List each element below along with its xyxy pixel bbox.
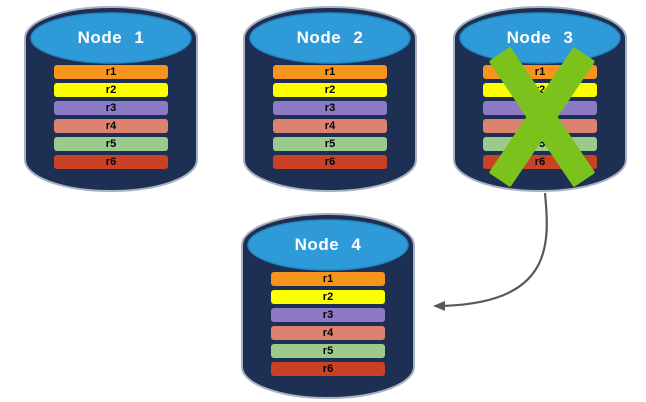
replica-r6: r6 xyxy=(54,155,168,169)
replica-list: r1 r2 r3 r4 r5 r6 xyxy=(54,65,168,169)
cylinder-top-face xyxy=(30,12,192,64)
replica-list: r1 r2 r3 r4 r5 r6 xyxy=(271,272,385,376)
replica-r4: r4 xyxy=(271,326,385,340)
replica-list: r1 r2 r3 r4 r5 r6 xyxy=(273,65,387,169)
replica-r2: r2 xyxy=(273,83,387,97)
node-label: Node 2 xyxy=(296,28,364,47)
replica-r2: r2 xyxy=(54,83,168,97)
node-label: Node 3 xyxy=(506,28,574,47)
replica-r4: r4 xyxy=(54,119,168,133)
replica-r5: r5 xyxy=(271,344,385,358)
replica-r2: r2 xyxy=(271,290,385,304)
replica-r5: r5 xyxy=(273,137,387,151)
replica-r6: r6 xyxy=(273,155,387,169)
node-label: Node 1 xyxy=(77,28,145,47)
replica-r5: r5 xyxy=(54,137,168,151)
replica-r1: r1 xyxy=(54,65,168,79)
replica-r1: r1 xyxy=(273,65,387,79)
failover-arrow-path xyxy=(433,192,548,311)
replica-r6: r6 xyxy=(271,362,385,376)
cylinder-top-face xyxy=(249,12,411,64)
replica-r3: r3 xyxy=(273,101,387,115)
replica-r1: r1 xyxy=(271,272,385,286)
replica-r4: r4 xyxy=(273,119,387,133)
node-label: Node 4 xyxy=(294,235,362,254)
db-node-node-2: Node 2 r1 r2 r3 r4 r5 r6 xyxy=(242,6,418,192)
db-node-node-1: Node 1 r1 r2 r3 r4 r5 r6 xyxy=(23,6,199,192)
db-node-node-4: Node 4 r1 r2 r3 r4 r5 r6 xyxy=(240,213,416,399)
cylinder-top-face xyxy=(247,219,409,271)
replica-r3: r3 xyxy=(271,308,385,322)
replica-r3: r3 xyxy=(54,101,168,115)
